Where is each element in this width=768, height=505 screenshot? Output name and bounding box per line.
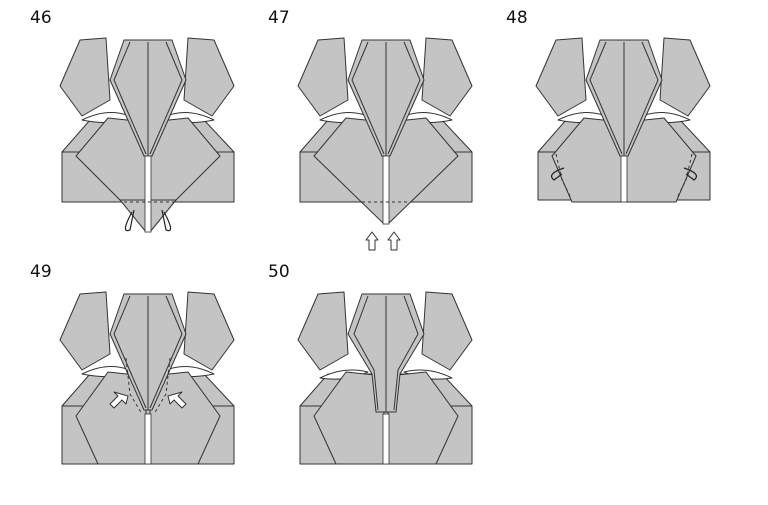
mountain-fold-arrow — [551, 167, 565, 181]
step-number: 48 — [506, 8, 528, 28]
step-number: 49 — [30, 262, 52, 282]
step-50: 50 — [268, 262, 508, 502]
step-number: 50 — [268, 262, 290, 282]
origami-diagram-47 — [297, 37, 473, 251]
step-number: 46 — [30, 8, 52, 28]
step-48: 48 — [506, 8, 746, 248]
push-arrow — [109, 391, 129, 409]
origami-diagram-46 — [59, 37, 235, 233]
mountain-fold-arrow — [683, 167, 697, 181]
origami-diagram-48 — [535, 37, 711, 203]
push-arrow — [167, 391, 187, 409]
origami-diagram-49 — [59, 291, 235, 465]
left-ear — [59, 37, 111, 117]
origami-diagram-50 — [297, 291, 473, 465]
mountain-fold-arrow — [124, 209, 135, 232]
step-49: 49 — [30, 262, 270, 502]
step-46: 46 — [30, 8, 270, 248]
push-arrow — [387, 231, 401, 251]
step-47: 47 — [268, 8, 508, 251]
mountain-fold-arrow — [161, 209, 172, 232]
push-arrow — [365, 231, 379, 251]
right-ear — [183, 37, 235, 117]
step-number: 47 — [268, 8, 290, 28]
